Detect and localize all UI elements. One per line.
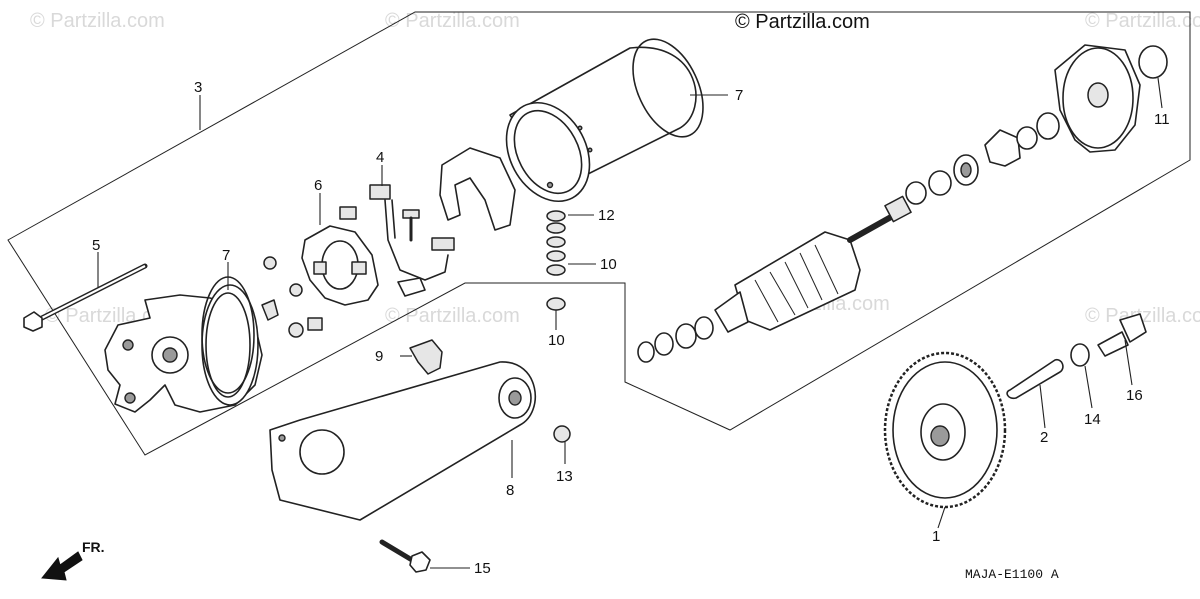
diagram-code: MAJA-E1100 A bbox=[965, 567, 1059, 582]
callout-15: 15 bbox=[474, 560, 491, 577]
nut bbox=[553, 425, 571, 443]
direction-label: FR. bbox=[82, 539, 105, 555]
small-fasteners bbox=[261, 256, 323, 338]
thrust-washers-left bbox=[637, 316, 714, 363]
front-direction-indicator: FR. bbox=[41, 539, 105, 581]
thrust-washers-right bbox=[905, 154, 979, 205]
gear-shaft bbox=[1006, 358, 1064, 400]
callout-7: 7 bbox=[735, 87, 743, 104]
assembly-outline bbox=[7, 11, 1191, 456]
callout-16: 16 bbox=[1126, 387, 1143, 404]
watermark-text: © Partzilla.com bbox=[30, 10, 165, 32]
callout-13: 13 bbox=[556, 468, 573, 485]
watermark-text: © Partzilla.com bbox=[385, 305, 520, 327]
lock-plate-and-bearings bbox=[984, 112, 1060, 167]
callout-14: 14 bbox=[1084, 411, 1101, 428]
callout-7: 7 bbox=[222, 247, 230, 264]
watermark-text: © Partzilla.com bbox=[385, 10, 520, 32]
cover-bolt bbox=[379, 539, 431, 573]
small-o-ring bbox=[1138, 45, 1168, 79]
callout-10: 10 bbox=[548, 332, 565, 349]
callout-12: 12 bbox=[598, 207, 615, 224]
starter-driven-gear bbox=[883, 351, 1007, 509]
callout-3: 3 bbox=[194, 79, 202, 96]
yoke-shell bbox=[439, 147, 516, 231]
flange-bolt bbox=[1097, 313, 1147, 357]
rear-housing bbox=[1054, 44, 1141, 153]
leaders bbox=[97, 77, 1163, 569]
motor-case bbox=[505, 46, 697, 203]
shaft-washer bbox=[1070, 343, 1090, 367]
washer-stack bbox=[546, 210, 566, 311]
callout-numbers: 3 5 7 6 4 7 12 10 10 9 8 13 15 1 2 14 16… bbox=[92, 79, 1170, 577]
starter-cover bbox=[269, 361, 536, 521]
armature bbox=[714, 195, 912, 333]
callout-4: 4 bbox=[376, 149, 384, 166]
brush-holder bbox=[301, 206, 379, 306]
long-bolt bbox=[23, 263, 148, 332]
callout-9: 9 bbox=[375, 348, 383, 365]
arrow-icon bbox=[41, 551, 83, 581]
terminal-bracket bbox=[409, 339, 443, 375]
brush-set bbox=[369, 184, 455, 297]
callout-8: 8 bbox=[506, 482, 514, 499]
watermark-text: © Partzilla.com bbox=[1085, 10, 1200, 32]
callout-5: 5 bbox=[92, 237, 100, 254]
copyright-notice: © Partzilla.com bbox=[735, 11, 870, 33]
callout-10: 10 bbox=[600, 256, 617, 273]
callout-11: 11 bbox=[1154, 111, 1170, 128]
callout-2: 2 bbox=[1040, 429, 1048, 446]
callout-6: 6 bbox=[314, 177, 322, 194]
front-housing bbox=[104, 284, 263, 413]
watermark-text: © Partzilla.com bbox=[1085, 305, 1200, 327]
o-ring-right bbox=[632, 38, 704, 138]
callout-1: 1 bbox=[932, 528, 940, 545]
